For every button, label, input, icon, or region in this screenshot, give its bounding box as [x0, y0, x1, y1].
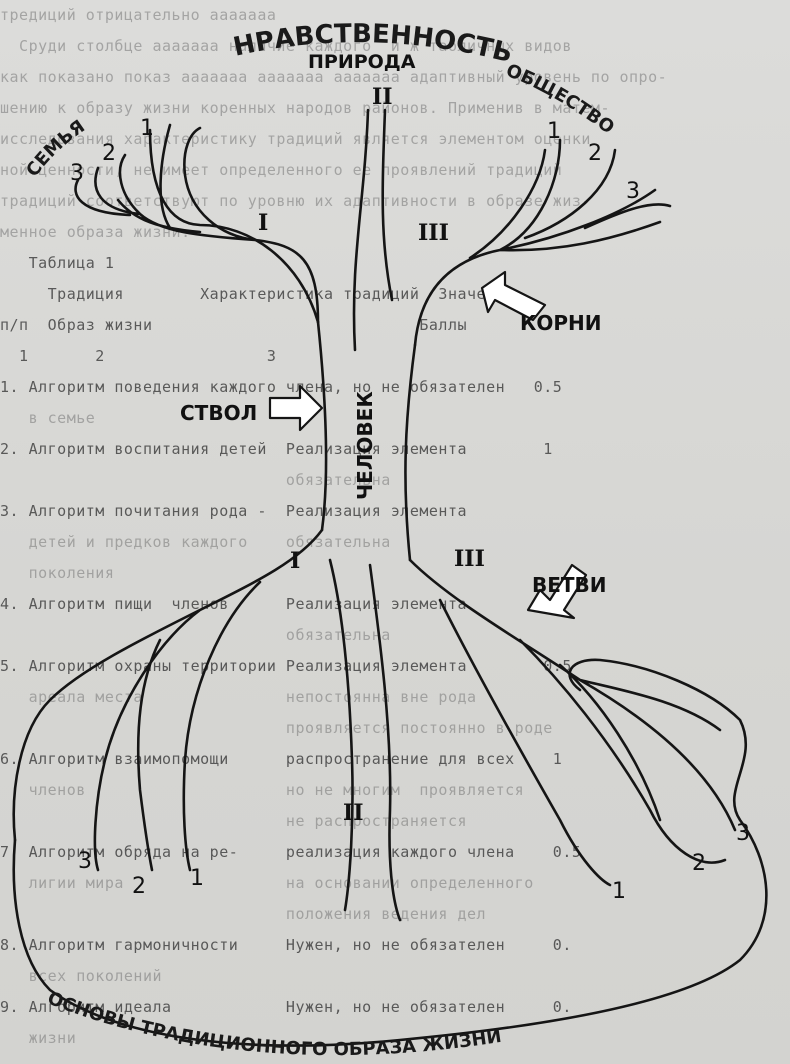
trunk-left-edge: [318, 322, 326, 530]
roman-1-top: I: [258, 210, 268, 236]
label-person: ЧЕЛОВЕК: [353, 391, 377, 500]
num-left-bottom-1: 1: [190, 866, 204, 891]
trunk-right-edge: [405, 345, 415, 560]
roman-3-bottom: III: [454, 546, 485, 572]
roman-2-top: II: [372, 84, 393, 110]
num-right-bottom-2: 2: [692, 851, 706, 876]
num-right-top-1: 1: [547, 119, 561, 144]
arc-label-bottom: ОСНОВЫ ТРАДИЦИОННОГО ОБРАЗА ЖИЗНИ: [45, 988, 503, 1060]
crown-center-branch: [354, 110, 392, 350]
num-left-top-2: 2: [102, 141, 116, 166]
roman-3-top: III: [418, 220, 449, 246]
roots-left: [14, 530, 400, 920]
num-right-bottom-1: 1: [612, 879, 626, 904]
num-left-top-3: 3: [70, 161, 84, 186]
label-trunk: СТВОЛ: [180, 401, 257, 425]
roman-2-bottom: II: [343, 800, 364, 826]
trunk-arrow: [270, 386, 322, 430]
num-left-top-1: 1: [140, 116, 154, 141]
label-roots: КОРНИ: [520, 311, 601, 335]
label-nature: ПРИРОДА: [308, 51, 416, 73]
roman-1-bottom: I: [290, 548, 300, 574]
num-right-top-3: 3: [626, 179, 640, 204]
label-branches: ВЕТВИ: [532, 573, 607, 597]
roots-right: [410, 560, 735, 885]
num-left-bottom-2: 2: [132, 874, 146, 899]
crown-left-branch-1: [150, 125, 318, 322]
num-left-bottom-3: 3: [78, 849, 92, 874]
num-right-bottom-3: 3: [736, 821, 750, 846]
num-right-top-2: 2: [588, 141, 602, 166]
